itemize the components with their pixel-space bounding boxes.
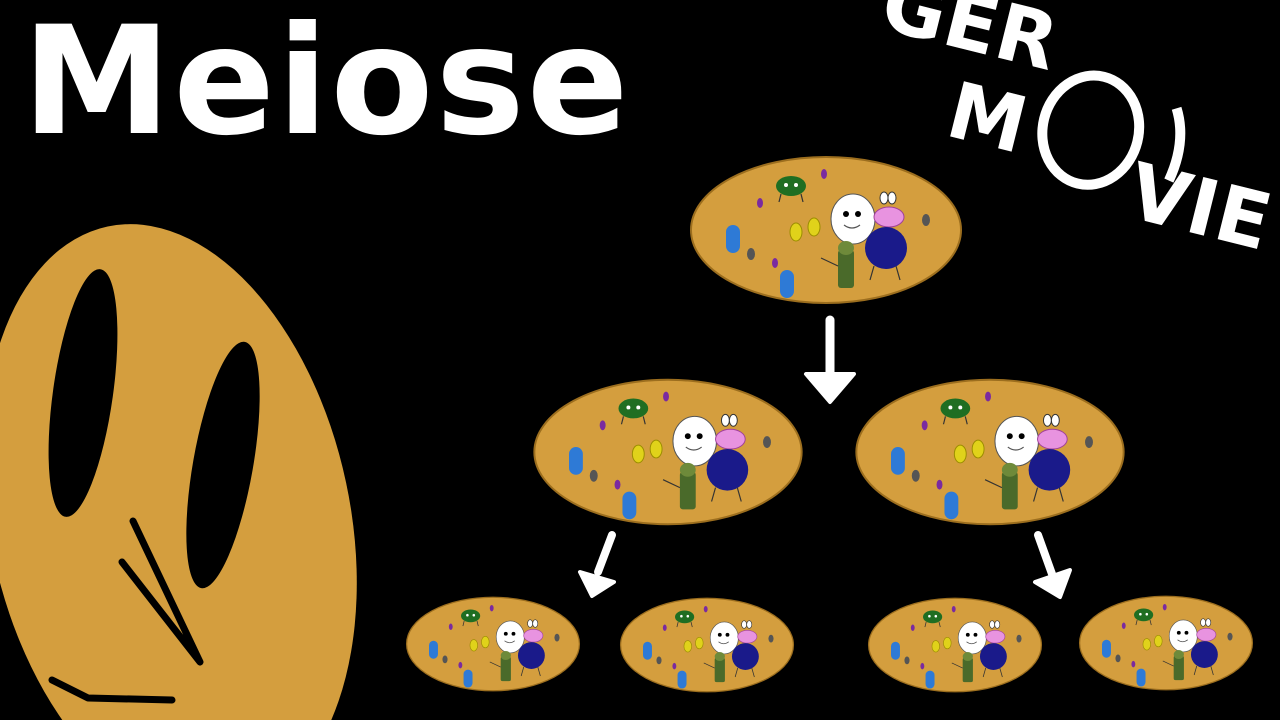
arrow-down-left-icon [578,531,616,598]
granddaughter-cell-4 [1078,595,1254,691]
granddaughter-cell-1 [405,596,581,692]
granddaughter-cell-2 [619,597,795,693]
arrow-down-icon [804,315,856,404]
nose [118,517,204,666]
logo-o-ring [1037,70,1145,190]
granddaughter-cell-3 [867,597,1043,693]
big-face-character [0,224,357,720]
logo-text-2: M [939,66,1036,172]
left-eye [48,269,118,517]
right-eye [186,341,260,589]
daughter-cell-left [533,378,803,526]
mouth [48,676,176,704]
logo-text-3: VIE [1119,147,1279,269]
daughter-cell-right [855,378,1125,526]
page-title: Meiose [22,0,631,169]
logo-arc [1164,106,1186,183]
arrow-down-right-icon [1033,531,1072,599]
parent-cell [690,156,962,304]
